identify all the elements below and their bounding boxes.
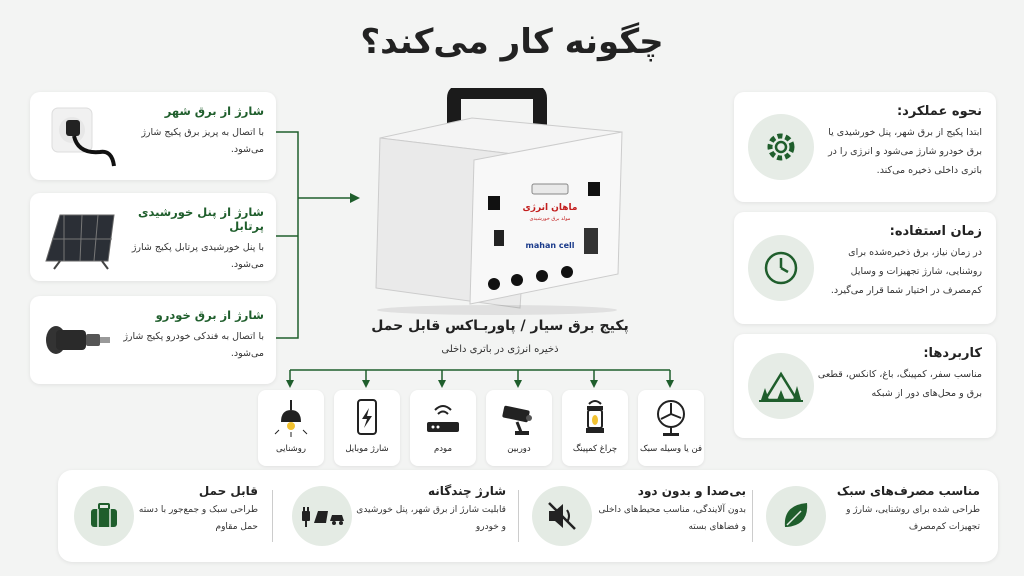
application-label: مودم — [434, 444, 452, 454]
device-subtitle: ذخیره انرژی در باتری داخلی — [441, 344, 559, 355]
feature-low-consumption: مناسب مصرف‌های سبک طراحی شده برای روشنای… — [758, 470, 990, 562]
charge-connector-lines — [276, 131, 360, 339]
gear-icon — [767, 133, 795, 161]
car-charger-icon — [46, 326, 110, 354]
charge-source-title: شارژ از برق خودرو — [155, 308, 264, 322]
mobile-charge-icon — [357, 399, 377, 435]
info-card-operation: نحوه عملکرد: ابتدا پکیج از برق شهر، پنل … — [734, 92, 996, 202]
feature-desc: قابلیت شارژ از برق شهر، پنل خورشیدی و خو… — [356, 505, 506, 532]
info-card-desc: ابتدا پکیج از برق شهر، پنل خورشیدی یا بر… — [828, 127, 982, 176]
suitcase-icon — [91, 503, 117, 527]
feature-title: شارژ چندگانه — [427, 484, 506, 498]
device-brand-fa: ماهان انرژی — [523, 203, 578, 213]
feature-desc: طراحی سبک و جمع‌جور با دسته حمل مقاوم — [138, 505, 258, 532]
application-lighting: روشنایی — [258, 390, 324, 466]
feature-desc: بدون آلایندگی، مناسب محیط‌های داخلی و فض… — [598, 505, 746, 532]
application-label: شارژ موبایل — [345, 444, 389, 454]
clock-icon — [764, 251, 798, 285]
charge-source-solar: شارژ از پنل خورشیدی پرتابل با پنل خورشید… — [30, 193, 276, 281]
application-camera: دوربین — [486, 390, 552, 466]
feature-title: قابل حمل — [198, 484, 258, 498]
charge-source-grid: شارژ از برق شهر با اتصال به پریز برق پکی… — [30, 92, 276, 180]
device-title: پکیج برق سیار / پاوربـاکس قابل حمل — [371, 318, 629, 334]
page-title: چگونه کار می‌کند؟ — [360, 22, 664, 62]
application-connector-lines — [286, 369, 674, 388]
leaf-icon — [784, 503, 808, 527]
application-label: فن یا وسیله سبک — [639, 444, 703, 454]
info-card-applications: کاربردها: مناسب سفر، کمپینگ، باغ، کانکس،… — [734, 334, 996, 438]
info-card-desc: مناسب سفر، کمپینگ، باغ، کانکس، قطعی برق … — [817, 369, 982, 399]
charge-source-car: شارژ از برق خودرو با اتصال به فندکی خودر… — [30, 296, 276, 384]
info-card-title: نحوه عملکرد: — [896, 104, 982, 119]
feature-silent: بی‌صدا و بدون دود بدون آلایندگی، مناسب م… — [524, 470, 756, 562]
device-brand-sub: مولد برق خورشیدی — [530, 216, 571, 222]
features-bar: مناسب مصرف‌های سبک طراحی شده برای روشنای… — [58, 470, 998, 562]
application-label: روشنایی — [276, 444, 306, 454]
info-card-title: کاربردها: — [923, 346, 982, 361]
camera-icon — [502, 405, 532, 435]
info-card-title: زمان استفاده: — [889, 224, 982, 239]
feature-desc: طراحی شده برای روشنایی، شارژ و تجهیزات ک… — [846, 505, 980, 532]
application-label: چراغ کمپینگ — [572, 444, 618, 454]
power-box-image: ماهان انرژی مولد برق خورشیدی mahan cell — [375, 88, 623, 315]
feature-title: بی‌صدا و بدون دود — [637, 484, 746, 498]
wall-plug-icon — [51, 107, 116, 167]
info-card-desc: در زمان نیاز، برق ذخیره‌شده برای روشنایی… — [830, 247, 982, 296]
charge-source-desc: با اتصال به پریز برق پکیج شارژ می‌شود. — [141, 127, 264, 155]
divider — [272, 490, 273, 542]
modem-icon — [427, 405, 459, 432]
mute-speaker-icon — [548, 502, 576, 530]
feature-multi-charge: شارژ چندگانه قابلیت شارژ از برق شهر، پنل… — [284, 470, 516, 562]
application-modem: مودم — [410, 390, 476, 466]
feature-portable: قابل حمل طراحی سبک و جمع‌جور با دسته حمل… — [58, 470, 268, 562]
multi-charge-icon — [302, 507, 344, 527]
charge-source-title: شارژ از پنل خورشیدی پرتابل — [137, 205, 264, 233]
camping-tent-icon — [759, 371, 803, 402]
fan-icon — [657, 400, 685, 436]
feature-title: مناسب مصرف‌های سبک — [836, 484, 980, 498]
solar-panel-icon — [45, 214, 115, 270]
charge-source-desc: با پنل خورشیدی پرتابل پکیج شارژ می‌شود. — [131, 242, 264, 270]
application-label: دوربین — [507, 444, 531, 454]
charge-source-title: شارژ از برق شهر — [164, 104, 264, 118]
divider — [752, 490, 753, 542]
charge-source-desc: با اتصال به فندکی خودرو پکیج شارژ می‌شود… — [123, 331, 264, 359]
lamp-icon — [274, 400, 308, 437]
application-lantern: چراغ کمپینگ — [562, 390, 628, 466]
info-card-usage-time: زمان استفاده: در زمان نیاز، برق ذخیره‌شد… — [734, 212, 996, 324]
application-fan: فن یا وسیله سبک — [638, 390, 704, 466]
device-brand-en: mahan cell — [526, 241, 575, 250]
divider — [518, 490, 519, 542]
lantern-icon — [586, 400, 604, 433]
application-mobile: شارژ موبایل — [334, 390, 400, 466]
